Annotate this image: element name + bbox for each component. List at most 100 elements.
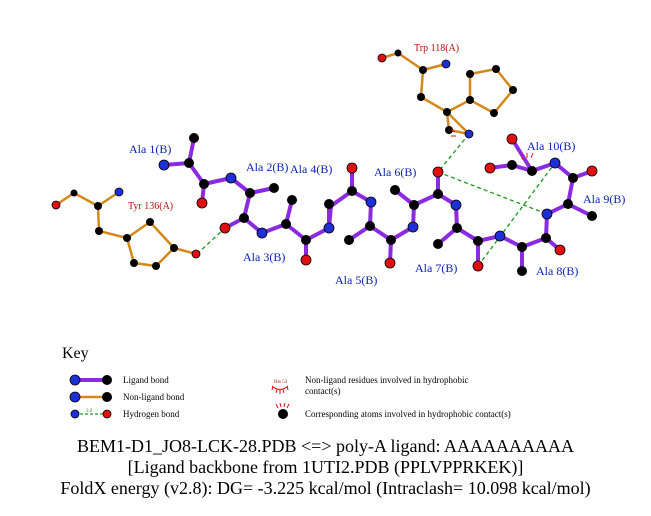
atom-oxygen [432,166,444,178]
atom-carbon [301,235,311,245]
atom-carbon [239,213,249,223]
protein-residue-labels: Trp 118(A) Tyr 136(A) [128,43,459,212]
atom-carbon [466,96,474,104]
atom-carbon [517,242,527,252]
atom-carbon [563,199,573,209]
atom-oxygen [586,165,598,177]
atom-carbon [394,49,402,57]
atom-oxygen [384,257,396,269]
atom-carbon [347,186,357,196]
atom-carbon [433,189,443,199]
atom-carbon [490,109,498,117]
atom-carbon [473,236,483,246]
caption-line-1: BEM1-D1_JO8-LCK-28.PDB <=> poly-A ligand… [77,436,574,456]
key-hydrophobic-atoms-label: Corresponding atoms involved in hydropho… [305,409,511,419]
label-ala2: Ala 2(B) [246,160,288,174]
hbond-ala6-ala9 [437,171,548,215]
tyr136-atoms [51,187,201,270]
key-ligand-bond: Ligand bond [69,374,169,386]
atom-carbon [419,66,427,74]
atom-carbon [507,160,517,170]
atom-nitrogen [450,199,462,211]
label-tyr136: Tyr 136(A) [128,201,173,212]
atom-carbon [587,211,597,221]
atom-carbon [95,227,103,235]
atom-carbon [245,188,255,198]
caption-line-2: [Ligand backbone from 1UTI2.PDB (PPLVPPR… [127,457,524,477]
key-hydrophobic-atoms: Corresponding atoms involved in hydropho… [275,402,511,419]
trp118-atoms [377,49,517,139]
atom-carbon [324,199,334,209]
atom-carbon [409,200,419,210]
atom-nitrogen [365,196,377,208]
label-trp118: Trp 118(A) [414,43,459,54]
hydrophobic-contact-marks [450,128,534,161]
key-hydrophobic-residues-label: Non-ligand residues involved in hydropho… [305,375,471,396]
atom-oxygen [196,197,208,209]
atom-carbon [527,166,537,176]
atom-carbon [417,93,425,101]
label-ala10: Ala 10(B) [527,139,575,153]
label-ala6: Ala 6(B) [374,165,416,179]
atom-carbon [146,218,154,226]
atom-carbon [433,239,443,249]
key-nonligand-bond: Non-ligand bond [69,391,185,403]
atom-carbon [152,262,160,270]
atom-carbon [170,244,178,252]
hydrogen-bonds [196,133,556,267]
atom-nitrogen [256,227,268,239]
label-ala8: Ala 8(B) [536,264,578,278]
key-hydrophobic-residues: His 53 Non-ligand residues involved in h… [271,375,471,396]
hbond-tyr136-ala1 [196,227,226,255]
key-hydrogen-bond-label: Hydrogen bond [123,409,180,419]
atom-oxygen [484,162,496,174]
label-ala9: Ala 9(B) [583,192,625,206]
key-ligand-bond-label: Ligand bond [123,375,169,385]
atom-nitrogen [541,208,553,220]
atom-nitrogen [464,129,474,139]
atom-nitrogen [549,157,561,169]
atom-carbon [492,65,500,73]
atom-nitrogen [158,159,170,171]
atom-carbon [199,179,209,189]
atom-nitrogen [225,172,237,184]
atom-nitrogen [441,59,451,69]
atom-carbon [330,205,332,207]
atom-oxygen [346,162,358,174]
atom-carbon [509,86,517,94]
hbond-ala7-ala10 [477,162,556,267]
key-hydrophobic-residues-text: Non-ligand residues involved in hydropho… [305,375,468,385]
key-hydrogen-bond: 3.0 Hydrogen bond [70,409,180,419]
atom-oxygen [377,53,387,63]
atom-carbon [184,158,194,168]
atom-oxygen [472,260,484,272]
legend-key: Key Ligand bond Non-ligand bond 3.0 Hydr… [62,345,511,419]
atom-carbon [541,233,551,243]
key-title: Key [62,345,89,362]
label-ala4: Ala 4(B) [290,162,332,176]
hbond-trp118-ala6 [437,133,470,173]
atom-nitrogen [407,221,419,233]
tyr136-bonds [54,190,198,268]
key-nonligand-bond-label: Non-ligand bond [123,392,185,402]
ligand-atoms [158,133,598,276]
key-hydrophobic-residues-text-line2: contact(s) [305,386,340,396]
label-ala3: Ala 3(B) [243,250,285,264]
ligand-residue-labels: Ala 1(B) Ala 2(B) Ala 3(B) Ala 4(B) Ala … [129,139,625,287]
atom-carbon [365,221,375,231]
atom-carbon [517,266,527,276]
atom-carbon [386,235,396,245]
label-ala5: Ala 5(B) [335,273,377,287]
atom-oxygen [300,254,312,266]
atom-oxygen [554,244,566,256]
atom-oxygen [191,249,201,259]
atom-nitrogen [494,230,506,242]
atom-oxygen [219,222,231,234]
atom-carbon [123,234,131,242]
atom-carbon [452,223,462,233]
atom-carbon [445,126,453,134]
atom-carbon [443,108,451,116]
atom-carbon [390,185,400,195]
